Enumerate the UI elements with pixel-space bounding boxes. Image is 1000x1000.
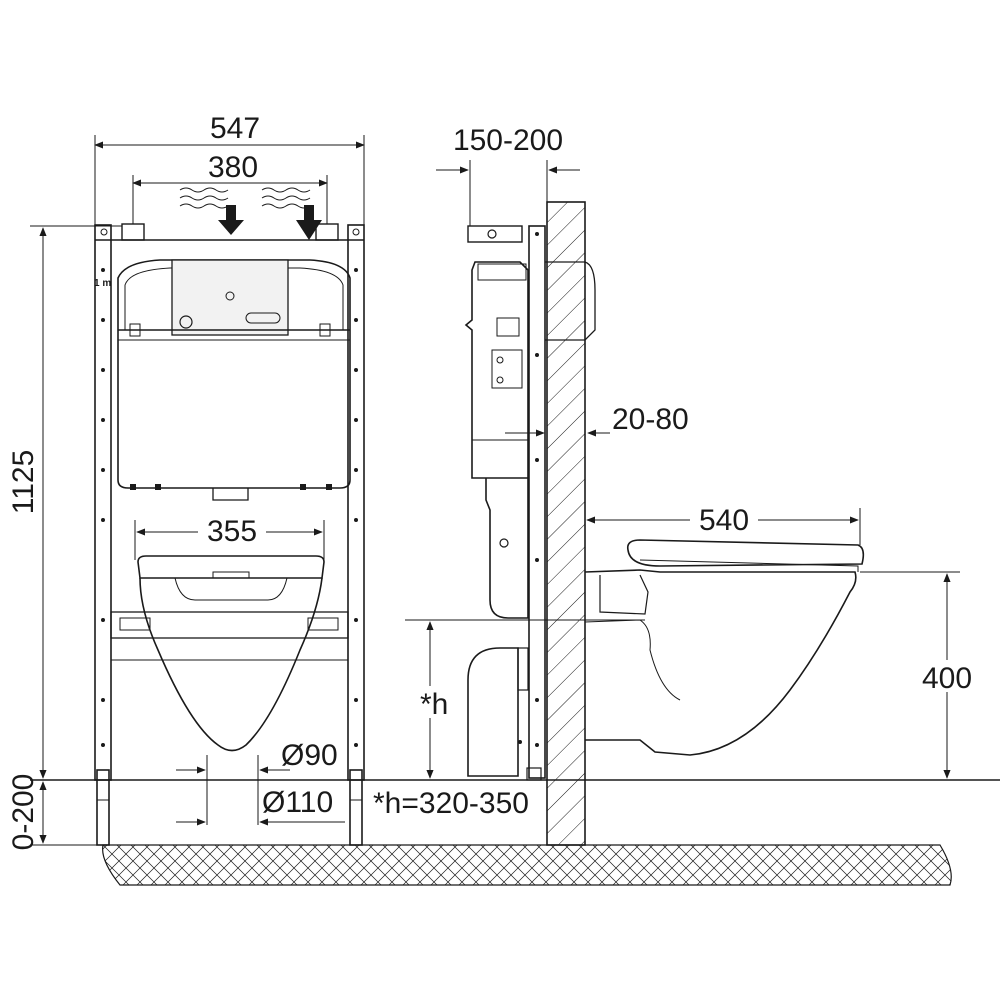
dim-h: *h *h=320-350 (373, 619, 548, 820)
side-frame (467, 225, 546, 781)
foot-adjust-label: 0-200 (7, 774, 40, 851)
bolt-spacing-label: 355 (207, 515, 257, 548)
h-note: *h=320-350 (373, 787, 529, 820)
drain-small-label: Ø90 (281, 739, 338, 772)
dim-bowl-projection: 540 (586, 502, 861, 545)
dim-flush-spacing: 380 (132, 150, 328, 224)
dim-foot-adjust: 0-200 (7, 774, 47, 851)
mounting-arrows (179, 187, 322, 240)
wall-clearance-label: 150-200 (453, 124, 563, 157)
frame-height-label: 1125 (7, 450, 40, 515)
flush-spacing-label: 380 (208, 151, 258, 184)
dim-seat-height: 400 (860, 571, 979, 779)
dim-drain: Ø90 Ø110 (176, 739, 345, 826)
floor (30, 779, 1000, 886)
dim-wall-clearance: 150-200 (436, 124, 580, 226)
drain-large-label: Ø110 (262, 786, 333, 819)
h-label: *h (420, 688, 448, 721)
dim-bolt-spacing: 355 (134, 512, 325, 560)
seat-height-label: 400 (922, 662, 972, 695)
finish-thickness-label: 20-80 (612, 403, 689, 436)
cistern-front: 1 m (94, 259, 351, 501)
dim-frame-width: 547 (94, 112, 365, 225)
bowl-projection-label: 540 (699, 504, 749, 537)
level-mark: 1 m (94, 278, 111, 289)
cistern-side (464, 261, 596, 777)
bowl-front (137, 555, 325, 752)
front-frame (94, 223, 365, 846)
dim-frame-height: 1125 (7, 225, 122, 779)
frame-width-label: 547 (210, 112, 260, 145)
wall (546, 201, 586, 846)
dim-finish-thickness: 20-80 (505, 403, 689, 437)
frame-holes (101, 268, 358, 747)
bowl-side (548, 539, 865, 756)
